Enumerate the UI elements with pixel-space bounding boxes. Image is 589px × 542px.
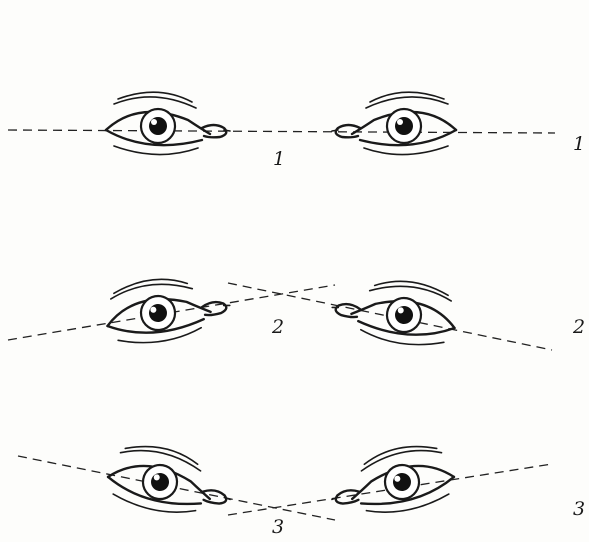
row-2-eyes — [8, 267, 552, 352]
row-3-right-eye — [325, 440, 458, 523]
row-3-left-eye — [104, 440, 237, 523]
row-1-eyes — [8, 92, 555, 154]
row-1-axis — [8, 130, 555, 133]
row-2-center-label: 2 — [272, 318, 284, 337]
row-1-side-label: 1 — [573, 135, 585, 154]
row-3-eyes — [18, 440, 552, 523]
row-2-left-eye — [101, 267, 234, 350]
row-3-side-label: 3 — [573, 500, 585, 519]
row-2-right-eye — [328, 269, 461, 352]
row-1-right-eye — [332, 92, 456, 154]
row-1-center-label: 1 — [273, 150, 285, 169]
row-2-side-label: 2 — [573, 318, 585, 337]
row-1-left-eye — [106, 92, 230, 154]
row-3-center-label: 3 — [272, 518, 284, 537]
